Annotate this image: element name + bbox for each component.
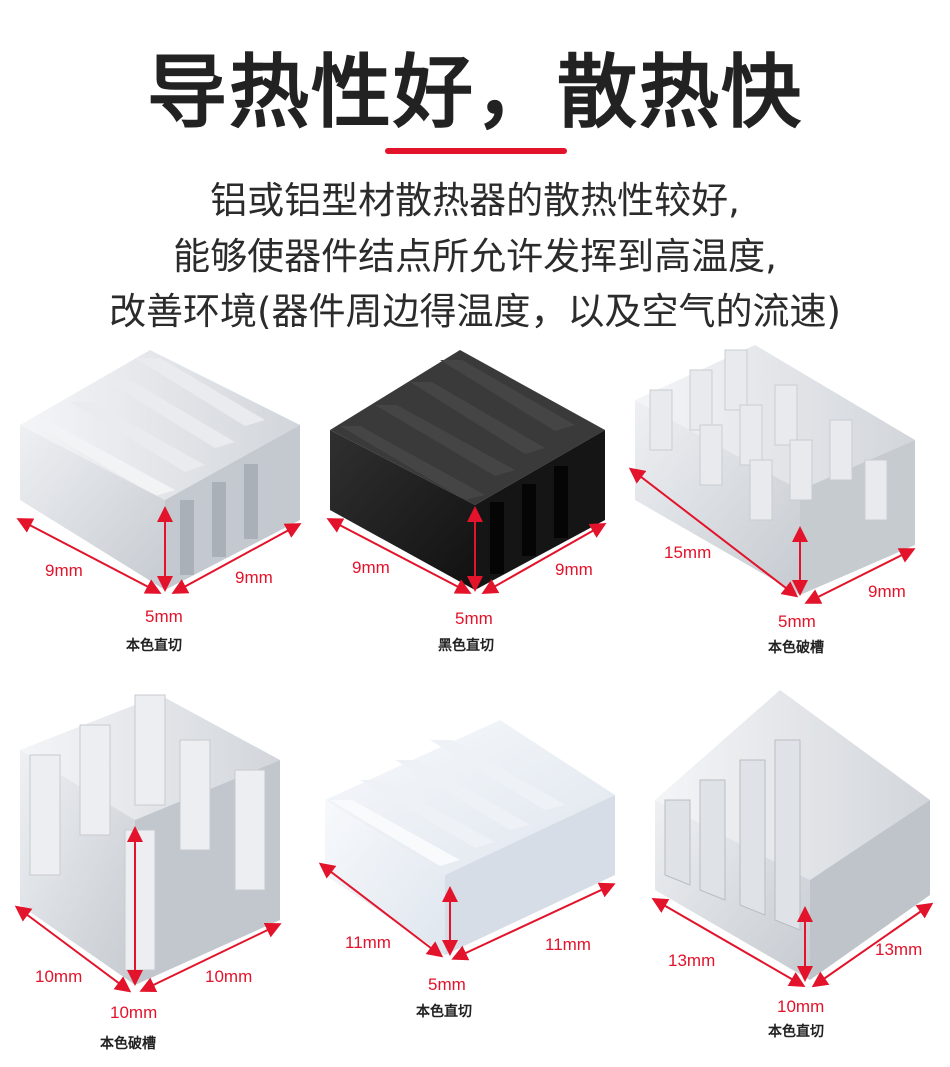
dim-width: 9mm <box>235 568 273 587</box>
dim-height: 10mm <box>777 997 824 1016</box>
heatsink-1 <box>20 350 300 590</box>
dim-length: 13mm <box>668 951 715 970</box>
dim-length: 15mm <box>664 543 711 562</box>
dim-height: 5mm <box>455 609 493 628</box>
dim-height: 5mm <box>145 607 183 626</box>
dim-width: 13mm <box>875 940 922 959</box>
accent-divider <box>385 148 567 154</box>
heatsink-5 <box>325 720 615 955</box>
heatsink-4 <box>20 694 280 985</box>
headline: 导热性好，散热快 <box>147 46 803 139</box>
product-grid: 9mm 9mm 5mm 本色直切 9mm 9mm 5mm 黑色直切 15mm 9… <box>0 330 950 1067</box>
dim-height: 10mm <box>110 1003 157 1022</box>
heatsink-illustrations: 9mm 9mm 5mm 本色直切 9mm 9mm 5mm 黑色直切 15mm 9… <box>14 345 934 1052</box>
heatsink-6 <box>655 690 930 980</box>
description-line-1: 铝或铝型材散热器的散热性较好, <box>210 179 740 222</box>
dim-length: 9mm <box>352 558 390 577</box>
heatsink-2 <box>330 350 605 590</box>
caption: 本色破槽 <box>100 1035 156 1052</box>
caption: 本色破槽 <box>768 639 824 656</box>
dim-width: 9mm <box>555 560 593 579</box>
dim-length: 9mm <box>45 561 83 580</box>
caption: 黑色直切 <box>438 637 494 654</box>
dim-width: 10mm <box>205 967 252 986</box>
description-line-2: 能够使器件结点所允许发挥到高温度, <box>173 235 777 278</box>
dim-width: 11mm <box>545 935 591 954</box>
dim-length: 11mm <box>345 933 391 952</box>
caption: 本色直切 <box>768 1023 824 1040</box>
caption: 本色直切 <box>416 1003 472 1020</box>
dim-width: 9mm <box>868 582 906 601</box>
dim-height: 5mm <box>428 975 466 994</box>
caption: 本色直切 <box>126 637 182 654</box>
dim-height: 5mm <box>778 612 816 631</box>
dim-length: 10mm <box>35 967 82 986</box>
dimension-arrows <box>14 467 934 993</box>
description-line-3: 改善环境(器件周边得温度，以及空气的流速) <box>109 290 841 333</box>
